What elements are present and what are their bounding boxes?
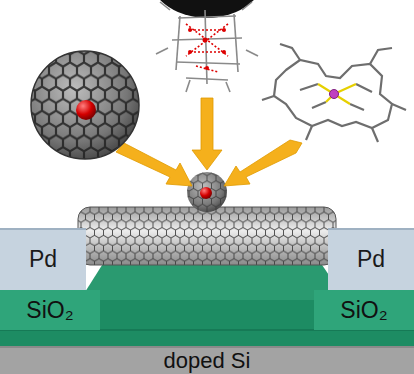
illustration-part bbox=[205, 10, 207, 84]
illustration-part bbox=[205, 66, 209, 70]
layer-label: Pd bbox=[357, 247, 385, 272]
layer-label: doped Si bbox=[164, 349, 251, 373]
illustration-part bbox=[262, 44, 406, 142]
electrode-block: Pd bbox=[328, 228, 414, 290]
top-dark-arc bbox=[147, 0, 267, 18]
illustration-part bbox=[31, 51, 139, 159]
illustration-part bbox=[222, 28, 226, 32]
porphyrin-complex bbox=[262, 44, 406, 142]
illustration-part bbox=[262, 44, 406, 142]
illustration-part bbox=[156, 48, 168, 54]
illustration-part bbox=[186, 24, 228, 56]
illustration-part bbox=[31, 51, 139, 159]
illustration-part bbox=[234, 14, 238, 72]
oxide-block: SiO₂ bbox=[314, 290, 414, 330]
illustration-part bbox=[31, 51, 139, 159]
illustration-part bbox=[330, 90, 339, 99]
illustration-part bbox=[222, 50, 226, 54]
yellow-arrows bbox=[116, 98, 302, 186]
oxide-plateau bbox=[80, 262, 346, 300]
illustration-part bbox=[190, 51, 224, 53]
layer-label: SiO₂ bbox=[26, 298, 73, 323]
substrate-band: doped Si bbox=[0, 346, 414, 374]
endohedral-fullerene bbox=[31, 51, 139, 159]
illustration-part bbox=[188, 28, 192, 32]
illustration-part bbox=[116, 143, 192, 186]
layer-label: SiO₂ bbox=[340, 298, 387, 323]
layer-label: Pd bbox=[29, 247, 57, 272]
illustration-part bbox=[242, 2, 252, 10]
illustration-part bbox=[190, 29, 224, 31]
illustration-part bbox=[246, 50, 258, 56]
illustration-part bbox=[186, 24, 228, 72]
illustration-part bbox=[188, 50, 192, 54]
endohedral-fullerene-small bbox=[187, 172, 227, 212]
illustration-part bbox=[156, 2, 258, 92]
illustration-part bbox=[187, 172, 227, 212]
illustration-part bbox=[76, 100, 96, 120]
electrode-block: Pd bbox=[0, 228, 86, 290]
illustration-part bbox=[178, 16, 236, 18]
illustration-part bbox=[78, 207, 336, 265]
illustration-part bbox=[318, 84, 356, 104]
oxide-band bbox=[0, 298, 414, 346]
illustration-part bbox=[176, 16, 180, 70]
illustration-part bbox=[78, 207, 336, 265]
illustration-part bbox=[188, 28, 226, 70]
polyoxometalate-cluster bbox=[156, 2, 258, 92]
illustration-part bbox=[192, 98, 222, 170]
illustration-part bbox=[186, 80, 190, 92]
illustration-part bbox=[160, 2, 170, 10]
illustration-part bbox=[300, 84, 372, 110]
illustration-part bbox=[196, 66, 218, 72]
illustration-part bbox=[203, 38, 208, 43]
oxide-block: SiO₂ bbox=[0, 290, 100, 330]
illustration-part bbox=[224, 140, 302, 186]
illustration-part bbox=[274, 60, 392, 128]
illustration-part bbox=[200, 187, 212, 199]
illustration-part bbox=[176, 62, 240, 64]
illustration-part bbox=[187, 172, 227, 212]
illustration-part bbox=[226, 82, 230, 92]
illustration-part bbox=[318, 84, 356, 104]
illustration-part bbox=[186, 24, 228, 56]
illustration-part bbox=[78, 207, 336, 265]
carbon-nanotube bbox=[78, 207, 336, 265]
